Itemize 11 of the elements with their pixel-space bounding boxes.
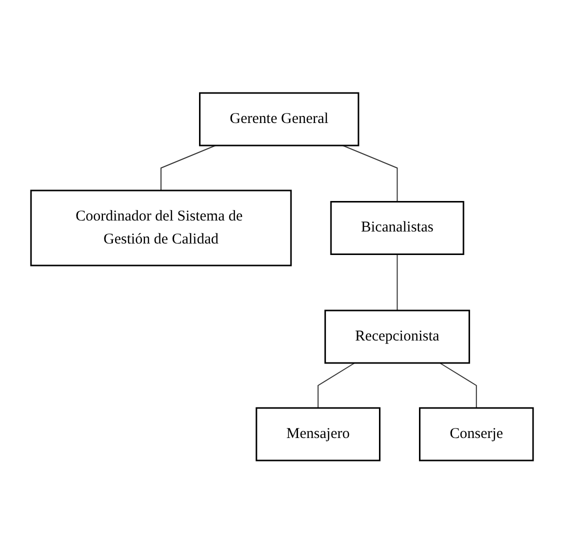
connector <box>342 144 398 202</box>
connector <box>439 362 477 408</box>
node-box: Recepcionista <box>324 310 470 364</box>
connector <box>396 254 398 311</box>
node-box: Conserje <box>418 406 534 461</box>
connector <box>318 362 356 408</box>
node-box: Gerente General <box>199 92 360 146</box>
node-box: Coordinador del Sistema de Gestión de Calidad <box>30 190 292 266</box>
node-box: Mensajero <box>256 406 380 461</box>
node-box: Bicanalistas <box>330 200 464 255</box>
connector <box>160 144 216 191</box>
